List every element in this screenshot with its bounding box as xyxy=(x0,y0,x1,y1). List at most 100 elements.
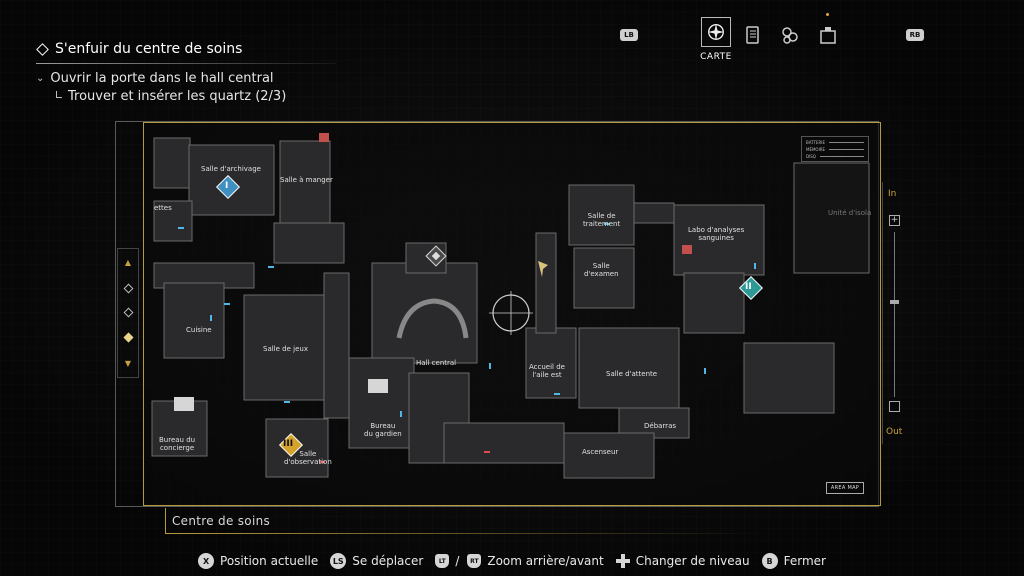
control-move[interactable]: LS Se déplacer xyxy=(330,553,423,569)
label-observation: Salle d'observation xyxy=(284,450,332,467)
label-elevator: Ascenseur xyxy=(582,448,619,456)
room-exam xyxy=(573,247,635,309)
tab-files[interactable] xyxy=(740,22,766,48)
corridor-east-north xyxy=(535,232,557,334)
room-kitchen xyxy=(163,282,225,359)
player-position-arrow xyxy=(538,261,548,277)
zone-name-underline xyxy=(165,533,765,534)
room-guard xyxy=(348,357,415,449)
objective-diamond-icon xyxy=(36,42,49,56)
label-central-hall: Hall central xyxy=(416,359,457,367)
floor-up-arrow-icon[interactable]: ▲ xyxy=(124,257,132,267)
marker-quartz-door xyxy=(425,245,447,267)
main-objective-text: S'enfuir du centre de soins xyxy=(55,41,243,57)
label-waiting: Salle d'attente xyxy=(606,370,658,378)
map-compass-icon xyxy=(707,23,725,41)
marker-yellow-III xyxy=(278,432,304,458)
sub-objective-text: Ouvrir la porte dans le hall central xyxy=(50,70,274,86)
control-change-level[interactable]: Changer de niveau xyxy=(615,554,750,568)
corridor-nw xyxy=(273,222,345,264)
chevron-down-icon: ⌄ xyxy=(36,72,45,84)
marker-blue-numeral: I xyxy=(225,181,229,191)
zone-name: Centre de soins xyxy=(172,514,271,528)
marker-teal-numeral: II xyxy=(745,282,752,292)
label-east-wing: Accueil de l'aile est xyxy=(529,363,565,380)
corridor-south xyxy=(443,422,565,464)
b-button-icon: B xyxy=(761,553,778,569)
label-games: Salle de jeux xyxy=(263,345,308,353)
task-objective: Trouver et insérer les quartz (2/3) xyxy=(56,87,346,105)
rb-button[interactable]: RB xyxy=(906,29,924,41)
label-kitchen: Cuisine xyxy=(186,326,212,334)
floor-down-arrow-icon[interactable]: ▼ xyxy=(124,359,132,369)
typewriter-guard xyxy=(368,379,388,393)
task-objective-text: Trouver et insérer les quartz (2/3) xyxy=(68,88,287,104)
control-close[interactable]: B Fermer xyxy=(761,553,826,569)
label-concierge: Bureau du concierge xyxy=(159,436,196,453)
zoom-out-label: Out xyxy=(886,427,903,437)
inventory-icon xyxy=(782,27,798,44)
tab-inventory[interactable] xyxy=(777,22,803,48)
zoom-minus-icon[interactable] xyxy=(889,401,900,412)
zoom-slider-track[interactable] xyxy=(894,232,895,397)
floor-diamond-icon[interactable] xyxy=(123,308,133,318)
room-treatment xyxy=(568,184,635,246)
room-east-south xyxy=(743,342,835,414)
label-storage: Débarras xyxy=(644,422,676,430)
zoom-in-label: In xyxy=(888,189,897,199)
marker-yellow-numeral: III xyxy=(283,439,294,449)
label-dining: Salle à manger xyxy=(280,176,333,184)
item-lab xyxy=(682,245,692,254)
main-objective: S'enfuir du centre de soins xyxy=(36,40,346,58)
control-current-position[interactable]: X Position actuelle xyxy=(198,553,318,569)
typewriter-west xyxy=(174,397,194,411)
label-guard: Bureau du gardien xyxy=(364,422,402,439)
item-dining xyxy=(319,133,329,142)
tab-safe[interactable] xyxy=(815,22,841,48)
room-waiting xyxy=(578,327,680,409)
floor-diamond-icon[interactable] xyxy=(123,283,133,294)
zoom-slider-knob[interactable] xyxy=(890,300,899,304)
room-central-hall xyxy=(371,262,478,364)
room-toilets xyxy=(153,200,193,242)
zoom-panel xyxy=(882,182,906,444)
lb-button[interactable]: LB xyxy=(620,29,638,41)
facility-map[interactable]: I II III Salle d'archivage Salle à mange… xyxy=(143,122,881,506)
legend-row: DISQ xyxy=(806,153,864,160)
corridor-mid-west xyxy=(323,272,350,419)
label-isolation: Unité d'isola xyxy=(828,209,872,217)
tab-map[interactable] xyxy=(701,17,731,47)
floor-diamond-active-icon[interactable] xyxy=(123,332,133,343)
objective-divider xyxy=(36,63,336,64)
corridor-lab xyxy=(633,202,675,224)
left-stick-icon: LS xyxy=(330,553,347,569)
label-archive: Salle d'archivage xyxy=(201,165,261,173)
room-west-top xyxy=(153,137,191,189)
label-toilets: ettes xyxy=(154,204,172,212)
marker-teal-II xyxy=(738,275,764,301)
room-east-wing xyxy=(525,327,577,399)
room-elevator xyxy=(563,432,655,479)
staircase xyxy=(396,298,469,339)
room-isolation xyxy=(793,162,870,274)
label-blood-lab: Labo d'analyses sanguines xyxy=(688,226,745,243)
sub-objective: ⌄ Ouvrir la porte dans le hall central xyxy=(36,69,346,87)
dpad-icon xyxy=(615,554,630,568)
room-blood-lab xyxy=(673,204,765,276)
files-icon xyxy=(746,26,759,44)
label-exam: Salle d'examen xyxy=(584,262,619,279)
zoom-separator: / xyxy=(455,554,460,568)
safe-icon xyxy=(820,27,836,44)
zoom-plus-icon[interactable]: + xyxy=(889,215,900,226)
zone-name-box: Centre de soins xyxy=(165,508,765,534)
lt-trigger-icon: LT xyxy=(435,554,450,568)
legend-row: BATTERIE xyxy=(806,139,864,146)
legend-row: MÉMOIRE xyxy=(806,146,864,153)
area-map-button[interactable]: AREA MAP xyxy=(826,482,864,494)
control-zoom[interactable]: LT / RT Zoom arrière/avant xyxy=(435,554,604,568)
notification-dot xyxy=(826,13,829,16)
floor-selector[interactable]: ▲ ▼ xyxy=(117,248,139,378)
map-floorplan xyxy=(151,133,870,479)
tab-map-label: CARTE xyxy=(700,52,732,62)
marker-blue-I xyxy=(215,174,241,200)
